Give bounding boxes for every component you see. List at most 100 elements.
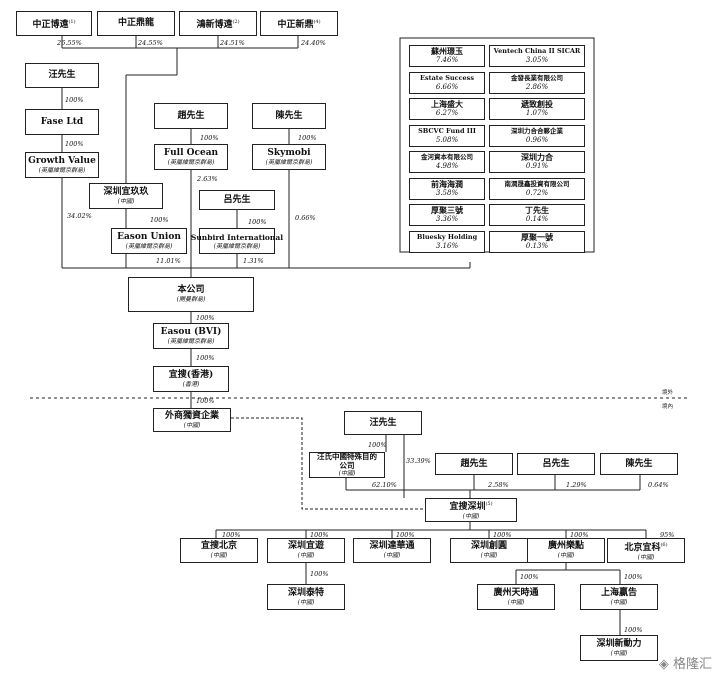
holder-name: 鴻新博遠 (196, 19, 233, 30)
box-mr-zhao: 趙先生 (154, 103, 228, 129)
entity-name: Easou (BVI) (160, 326, 222, 337)
investor-pct: 6.66% (435, 82, 459, 91)
box-mr-chen: 陳先生 (252, 103, 326, 129)
box-shenzhen-chuangyuan: 深圳創圓 (中國) (450, 538, 528, 563)
entity-name: Growth Value (28, 155, 96, 166)
entity-jurisdiction: (中國) (557, 552, 575, 559)
entity-jurisdiction: (中國) (338, 470, 356, 477)
watermark-text: 格隆汇 (672, 657, 712, 672)
entity-jurisdiction: (中國) (610, 649, 628, 657)
holder-note: (4) (313, 18, 321, 25)
investor-pct: 0.13% (525, 241, 549, 250)
pct-label: 2.58% (488, 481, 509, 489)
investor-pct: 0.91% (525, 162, 549, 170)
entity-name: Sunbird International (190, 232, 284, 242)
entity-jurisdiction: (中國) (637, 553, 655, 561)
investor-name: 上海盛大 (431, 99, 463, 109)
entity-name: 外商獨資企業 (164, 410, 219, 421)
investor-name: 遞致創投 (521, 99, 553, 109)
holder-name: 中正博遠 (32, 19, 69, 30)
logo-icon: ◈ (658, 657, 669, 672)
entity-jurisdiction: (中國) (183, 421, 201, 429)
investor-pct: 5.08% (435, 135, 459, 144)
onshore-label: 境內 (662, 404, 674, 410)
entity-name: 深圳新動力 (596, 638, 642, 649)
pct-label: 95% (660, 531, 675, 539)
investor-name: 厚聚三號 (431, 205, 463, 215)
investor-name: 蘇州璟玉 (431, 46, 463, 56)
pct-label: 33.39% (406, 457, 431, 465)
pct-label: 0.66% (295, 214, 316, 222)
watermark-logo: ◈ 格隆汇 (659, 653, 712, 672)
entity-jurisdiction: (中國) (480, 552, 498, 559)
investor-name: 深圳力合合夥企業 (511, 126, 563, 135)
pct-label: 100% (310, 531, 329, 539)
pct-label: 100% (493, 531, 512, 539)
pct-label: 100% (196, 397, 215, 405)
pct-label: 100% (298, 134, 317, 142)
pct-label: 100% (150, 216, 169, 224)
holder-pct: 24.51% (220, 39, 245, 47)
box-growth-value: Growth Value (英屬維爾京群島) (25, 152, 99, 178)
entity-name: 汪先生 (48, 70, 76, 80)
entity-jurisdiction: (中國) (210, 552, 228, 559)
box-wfoe: 外商獨資企業 (中國) (153, 408, 231, 432)
pct-label: 100% (65, 96, 84, 104)
pct-label: 62.10% (372, 481, 397, 489)
entity-name: 宜搜(香港) (168, 369, 214, 380)
box-shenzhen-yiyou: 深圳宜遊 (中國) (267, 538, 345, 563)
investor-name: 厚聚一號 (521, 231, 553, 242)
holder-zhongzheng-xinding: 中正新鼎(4) (260, 11, 338, 36)
entity-name: 上海贏告 (600, 587, 637, 598)
entity-jurisdiction: (英屬維爾京群島) (265, 158, 313, 166)
holder-pct: 26.55% (57, 39, 82, 47)
box-mr-lu: 呂先生 (199, 190, 275, 210)
entity-name: 深圳宜遊 (287, 541, 324, 551)
investor-name: SBCVC Fund III (418, 126, 476, 135)
pct-label: 100% (368, 441, 387, 449)
pct-label: 100% (624, 573, 643, 581)
entity-jurisdiction: (中國) (297, 552, 315, 559)
investor-name: Bluesky Holding (416, 232, 478, 241)
box-mr-wang-onshore: 汪先生 (344, 411, 422, 435)
entity-name: 陳先生 (625, 458, 653, 469)
box-mr-chen-onshore: 陳先生 (600, 453, 678, 475)
entity-jurisdiction: (英屬維爾京群島) (213, 242, 261, 250)
investor-name: 前海海潤 (431, 178, 463, 189)
entity-name: 宜搜深圳 (449, 502, 486, 512)
pct-label: 11.01% (156, 257, 181, 265)
entity-name: 深圳創圓 (470, 541, 507, 551)
entity-jurisdiction: (中國) (610, 598, 628, 606)
offshore-label: 境外 (662, 390, 674, 396)
box-fase-ltd: Fase Ltd (25, 109, 99, 135)
entity-jurisdiction: (中國) (507, 598, 525, 606)
entity-jurisdiction: (英屬維爾京群島) (167, 337, 215, 345)
pct-label: 34.02% (67, 212, 92, 220)
entity-jurisdiction: (英屬維爾京群島) (125, 242, 173, 250)
entity-jurisdiction: (中國) (297, 598, 315, 606)
entity-name: 汪先生 (369, 417, 397, 428)
holder-note: (1) (68, 18, 76, 25)
entity-name: 呂先生 (223, 194, 251, 205)
box-the-company: 本公司 (開曼群島) (128, 277, 254, 312)
box-shenzhen-xindongli: 深圳新動力 (中國) (580, 635, 658, 661)
box-full-ocean: Full Ocean (英屬維爾京群島) (154, 144, 228, 170)
holder-name: 中正鼎龍 (117, 18, 154, 28)
pct-label: 100% (222, 531, 241, 539)
investor-pct: 1.07% (525, 109, 549, 117)
entity-name: 廣州天時通 (493, 587, 539, 598)
entity-name: 本公司 (177, 285, 205, 295)
entity-jurisdiction: (中國) (117, 197, 135, 205)
investor-name: 深圳力合 (521, 152, 553, 162)
box-guangzhou-ledian: 廣州樂點 (中國) (527, 538, 605, 563)
